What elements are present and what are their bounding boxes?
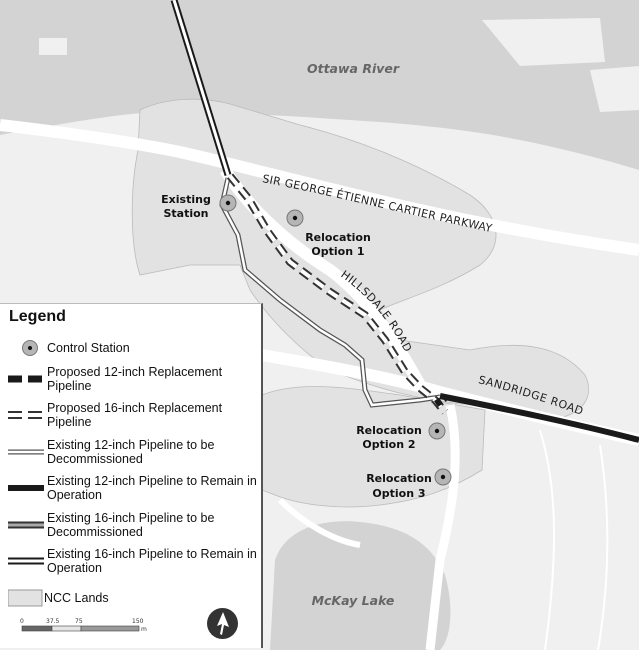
control-station-option-3 — [434, 468, 452, 486]
proposed-12-pipeline-icon — [8, 375, 44, 383]
island — [590, 66, 639, 112]
legend-label: Proposed 16-inch Replacement Pipeline — [47, 401, 223, 429]
scale-tick-label: 75 — [75, 618, 83, 625]
existing-12-remain-icon — [8, 485, 44, 491]
svg-text:Relocation: Relocation — [366, 472, 432, 485]
svg-text:Relocation: Relocation — [305, 231, 371, 244]
scale-unit: m — [141, 626, 147, 633]
side-road — [597, 444, 609, 650]
ncc-lands-south — [261, 386, 486, 508]
parkway-road — [0, 119, 639, 256]
proposed-16-pipeline-core — [228, 174, 447, 414]
control-station-icon — [22, 340, 38, 356]
island — [39, 38, 67, 55]
svg-text:Station: Station — [163, 207, 208, 220]
legend-item-proposed-16: Proposed 16-inch Replacement Pipeline — [0, 401, 262, 433]
ottawa-river — [0, 0, 639, 170]
legend-panel: Legend Control Station Proposed 12-inch … — [0, 303, 263, 648]
mckay-lake-label: McKay Lake — [312, 593, 395, 608]
svg-text:Existing: Existing — [161, 193, 211, 206]
legend-item-proposed-12: Proposed 12-inch Replacement Pipeline — [0, 365, 262, 397]
north-arrow-icon — [207, 608, 238, 639]
legend-title: Legend — [9, 308, 66, 325]
legend-item-existing-12-decom: Existing 12-inch Pipeline to be Decommis… — [0, 438, 262, 470]
existing-16-decommissioned-icon — [8, 521, 44, 529]
scale-tick-label: 150 — [132, 618, 144, 625]
svg-text:Option 1: Option 1 — [311, 245, 364, 258]
existing-16-remain-icon — [8, 557, 44, 565]
control-station-existing — [219, 194, 237, 212]
legend-label: Existing 16-inch Pipeline to Remain in O… — [47, 547, 257, 575]
svg-text:Option 2: Option 2 — [362, 438, 415, 451]
svg-text:Relocation: Relocation — [356, 424, 422, 437]
mckay-lake — [270, 521, 451, 650]
existing-12-decommissioned-pipeline-core — [220, 177, 441, 407]
scale-tick-label: 0 — [20, 618, 24, 625]
proposed-16-pipeline-icon — [8, 411, 44, 419]
island — [482, 18, 605, 66]
legend-label: NCC Lands — [44, 591, 109, 605]
legend-label: Existing 16-inch Pipeline to be Decommis… — [47, 511, 215, 539]
legend-item-existing-16-remain: Existing 16-inch Pipeline to Remain in O… — [0, 547, 262, 579]
existing-12-remain-pipeline — [439, 393, 639, 443]
option-3-label: Relocation Option 3 — [366, 472, 432, 500]
option-2-label: Relocation Option 2 — [356, 424, 422, 451]
ottawa-river-label: Ottawa River — [307, 61, 400, 76]
side-road — [425, 404, 460, 650]
legend-label: Existing 12-inch Pipeline to be Decommis… — [47, 438, 215, 466]
option-1-label: Relocation Option 1 — [305, 231, 371, 258]
existing-station-label: Existing Station — [161, 193, 211, 220]
side-road — [539, 429, 556, 650]
legend-item-existing-16-decom: Existing 16-inch Pipeline to be Decommis… — [0, 511, 262, 543]
legend-label: Proposed 12-inch Replacement Pipeline — [47, 365, 223, 393]
existing-16-pipeline-north-core — [172, 0, 230, 176]
legend-label: Control Station — [47, 341, 130, 355]
svg-text:Option 3: Option 3 — [372, 487, 425, 500]
legend-item-existing-12-remain: Existing 12-inch Pipeline to Remain in O… — [0, 474, 262, 506]
existing-12-decommissioned-icon — [8, 449, 44, 455]
ncc-lands-north — [131, 98, 590, 421]
scale-bar: 0 37.5 75 150 m — [20, 618, 147, 633]
legend-item-control-station: Control Station — [0, 339, 262, 371]
side-road — [277, 497, 361, 548]
control-station-option-1 — [286, 209, 304, 227]
legend-label: Existing 12-inch Pipeline to Remain in O… — [47, 474, 257, 502]
legend-item-ncc-lands: NCC Lands — [0, 589, 262, 621]
scale-tick-label: 37.5 — [46, 618, 60, 625]
ncc-lands-icon — [8, 589, 43, 607]
control-station-option-2 — [428, 422, 446, 440]
